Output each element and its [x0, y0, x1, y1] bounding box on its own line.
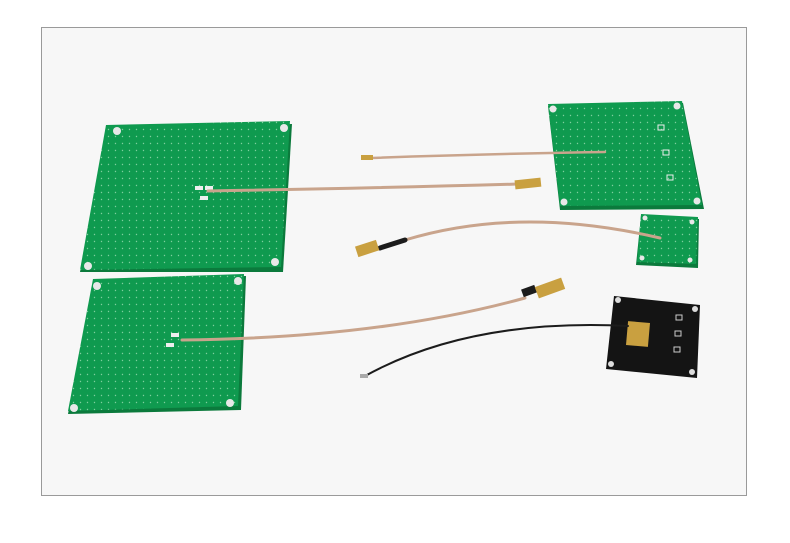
sma-connectors — [354, 155, 566, 378]
large-square-antenna-board — [80, 121, 292, 272]
black-ceramic-antenna-board — [606, 296, 700, 378]
small-square-antenna-board — [636, 214, 699, 268]
coax-cables — [180, 150, 662, 377]
medium-square-antenna-board — [68, 274, 246, 414]
rectangular-antenna-board — [548, 101, 704, 210]
